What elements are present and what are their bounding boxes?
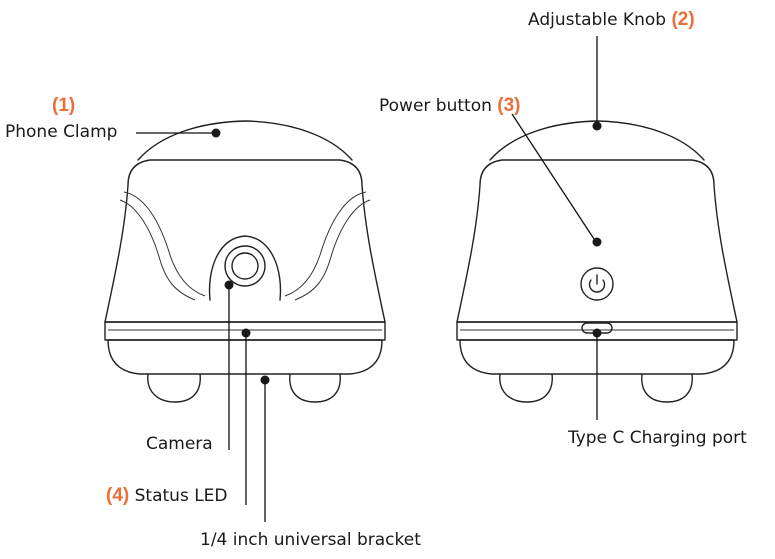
front-base [107,339,383,375]
back-left-foot [499,373,553,403]
front-phone-clamp-dome [137,120,353,161]
front-right-wing-inner [284,191,367,297]
adjustable-knob-text: Adjustable Knob [528,10,667,30]
power-button-label: Power button (3) [379,96,521,115]
camera-lens [231,252,259,280]
power-button [580,267,614,301]
adjustable-knob-number: (2) [671,9,695,30]
power-button-dot [592,237,602,247]
adjustable-knob-dot [592,121,602,131]
back-band [456,321,738,341]
phone-clamp-dot [211,128,221,138]
adjustable-knob-label: Adjustable Knob (2) [528,10,695,29]
camera-ring [224,245,266,287]
phone-clamp-number: (1) [52,95,76,116]
back-body [456,159,738,323]
power-button-leader [511,113,595,240]
front-left-wing [119,199,196,301]
status-led-label: (4) Status LED [106,486,228,505]
camera-label: Camera [146,434,213,454]
phone-clamp-label: (1) [52,96,75,115]
back-base [459,339,735,375]
power-button-number: (3) [497,95,521,116]
front-band [104,321,386,341]
phone-clamp-text: Phone Clamp [5,122,118,142]
bracket-label: 1/4 inch universal bracket [200,530,421,550]
front-right-wing [294,199,371,301]
back-right-foot [641,373,693,403]
front-view [104,120,386,522]
camera-housing [208,235,282,301]
back-view [456,36,738,420]
front-left-wing-inner [123,191,206,297]
status-led-number: (4) [106,485,130,506]
charging-port-label: Type C Charging port [568,428,747,448]
status-led-text: Status LED [134,486,228,506]
front-body [104,159,386,323]
power-button-text: Power button [379,96,492,116]
front-left-foot [147,373,201,403]
front-right-foot [289,373,341,403]
power-icon [588,274,606,293]
